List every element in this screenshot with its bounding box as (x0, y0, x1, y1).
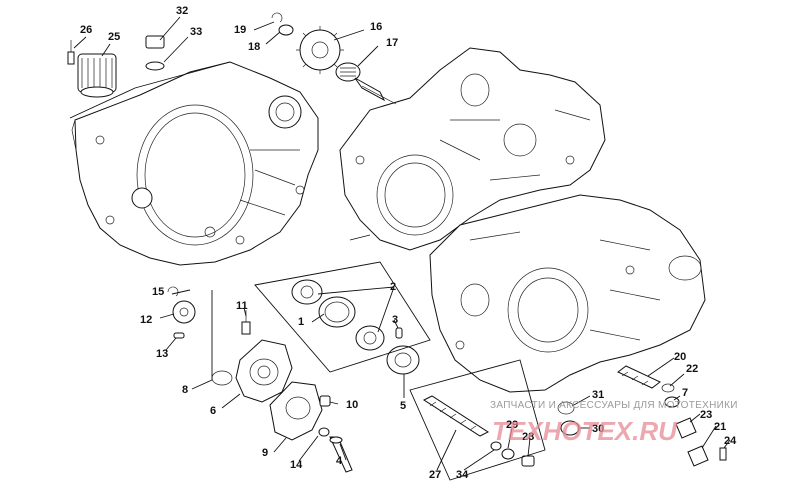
callout-29: 29 (506, 419, 518, 431)
filter-screw (67, 40, 75, 65)
callout-15: 15 (152, 286, 164, 298)
callout-34: 34 (456, 469, 469, 481)
circlip-15 (167, 286, 179, 297)
oil-pump-gear-16 (296, 26, 344, 74)
callout-25: 25 (108, 31, 120, 43)
rotor-set (291, 279, 385, 351)
callout-4: 4 (336, 455, 343, 467)
callout-27: 27 (429, 469, 441, 481)
callout-13: 13 (156, 348, 168, 360)
circlip-19 (271, 12, 283, 23)
callout-1: 1 (298, 316, 304, 328)
callout-3: 3 (392, 314, 398, 326)
callout-33: 33 (190, 26, 202, 38)
filter-cap (145, 35, 165, 71)
o-ring-8 (211, 370, 233, 386)
callout-7: 7 (682, 387, 688, 399)
callout-23: 23 (700, 409, 712, 421)
callout-18: 18 (248, 41, 260, 53)
callout-19: 19 (234, 24, 246, 36)
callout-14: 14 (290, 459, 303, 471)
leader-lines (73, 16, 731, 471)
pump-cover-9 (269, 381, 323, 441)
group-bracket-lines (69, 61, 546, 481)
crankcase-cover (71, 61, 319, 266)
washer-34 (490, 441, 502, 451)
callout-22: 22 (686, 363, 698, 375)
callout-labels: 26 25 32 33 19 18 16 17 2 1 3 5 15 12 13… (80, 5, 737, 481)
callout-6: 6 (210, 405, 216, 417)
callout-20: 20 (674, 351, 686, 363)
callout-5: 5 (400, 400, 406, 412)
pump-shaft-4 (329, 436, 353, 473)
screen-cap-21 (687, 445, 709, 467)
watermark: ЗАПЧАСТИ И АКСЕССУАРЫ ДЛЯ МОТОТЕХНИКИ ТЕ… (490, 400, 738, 446)
o-ring-22 (661, 383, 675, 393)
washer-18 (278, 24, 294, 36)
crankcase-left-half (339, 47, 606, 251)
bolt-24 (719, 447, 727, 461)
callout-21: 21 (714, 421, 726, 433)
callout-24: 24 (724, 435, 737, 447)
callout-30: 30 (592, 423, 604, 435)
callout-12: 12 (140, 314, 152, 326)
callout-31: 31 (592, 389, 604, 401)
oil-screen-27 (422, 395, 490, 437)
needle-bearing (335, 62, 361, 82)
callout-32: 32 (176, 5, 188, 17)
plug-29 (501, 448, 515, 460)
bolt-11 (241, 310, 251, 335)
callout-9: 9 (262, 447, 268, 459)
drain-plug-28 (521, 455, 535, 467)
gear-shaft (354, 77, 397, 105)
callout-26: 26 (80, 24, 92, 36)
callout-17: 17 (386, 37, 398, 49)
oil-screen-20 (617, 365, 661, 389)
callout-8: 8 (182, 384, 188, 396)
callout-10: 10 (346, 399, 358, 411)
callout-2: 2 (390, 281, 396, 293)
pump-gear-12 (172, 300, 196, 324)
plug-23 (675, 417, 697, 439)
bush-10 (319, 395, 331, 407)
o-ring-31 (557, 401, 575, 415)
callout-11: 11 (236, 300, 248, 312)
pin-13 (173, 332, 185, 339)
pin-3 (395, 327, 403, 339)
watermark-logo: ТЕХНОТЕХ.RU (492, 416, 678, 446)
callout-28: 28 (522, 431, 534, 443)
pump-plate-5 (386, 345, 420, 375)
watermark-tagline: ЗАПЧАСТИ И АКСЕССУАРЫ ДЛЯ МОТОТЕХНИКИ (490, 400, 738, 411)
plug-30 (560, 420, 580, 436)
oil-filter (77, 53, 117, 98)
callout-16: 16 (370, 21, 382, 33)
washer-14 (318, 427, 330, 437)
crankcase-right-half (429, 194, 706, 393)
